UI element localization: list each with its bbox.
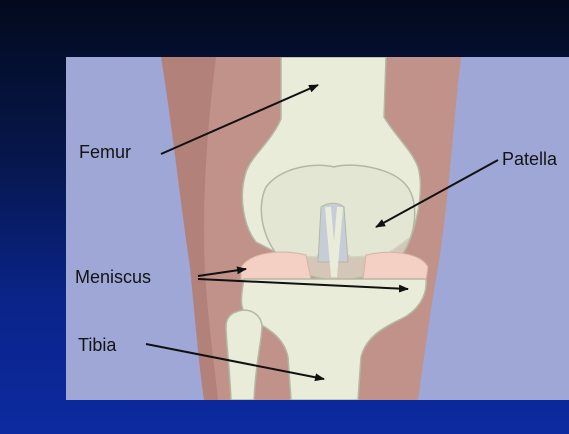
tibia-label: Tibia: [78, 336, 116, 354]
knee-diagram-panel: Femur Patella Meniscus Tibia: [66, 57, 569, 400]
femur-label: Femur: [79, 143, 131, 161]
meniscus-label: Meniscus: [75, 268, 151, 286]
knee-illustration: [66, 57, 569, 400]
patella-label: Patella: [502, 150, 557, 168]
